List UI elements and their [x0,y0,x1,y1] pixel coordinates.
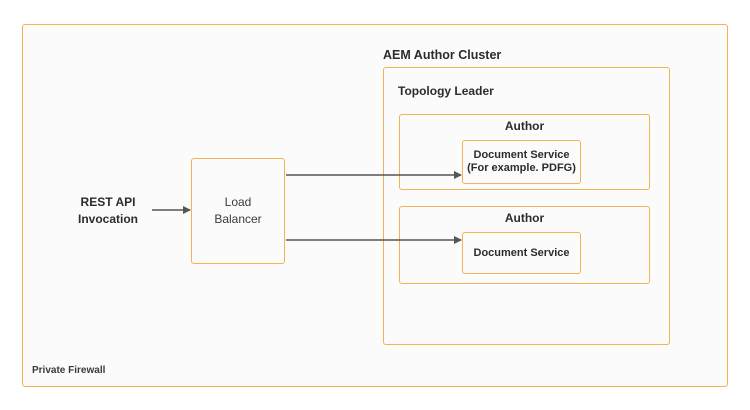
rest-api-line2: Invocation [77,212,138,226]
author-node-2-title: Author [504,211,545,225]
document-service-1-box [462,140,581,184]
load-balancer-label: Load Balancer [191,158,285,264]
document-service-2-line1: Document Service [473,247,570,259]
document-service-2-box [462,232,581,274]
private-firewall-label: Private Firewall [32,365,106,376]
topology-leader-label: Topology Leader [398,84,494,98]
load-balancer-line2: Balancer [214,212,262,226]
load-balancer-box [191,158,285,264]
load-balancer-line1: Load [224,195,252,209]
document-service-1-line1: Document Service [473,149,570,161]
rest-api-line1: REST API [80,195,136,209]
document-service-2-label: Document Service [462,232,581,274]
aem-author-cluster-title: AEM Author Cluster [383,48,502,62]
rest-api-invocation-label: REST API Invocation [68,194,148,228]
document-service-1-line2: (For example. PDFG) [467,162,576,174]
document-service-1-label: Document Service (For example. PDFG) [462,140,581,184]
author-node-1-title: Author [504,119,545,133]
